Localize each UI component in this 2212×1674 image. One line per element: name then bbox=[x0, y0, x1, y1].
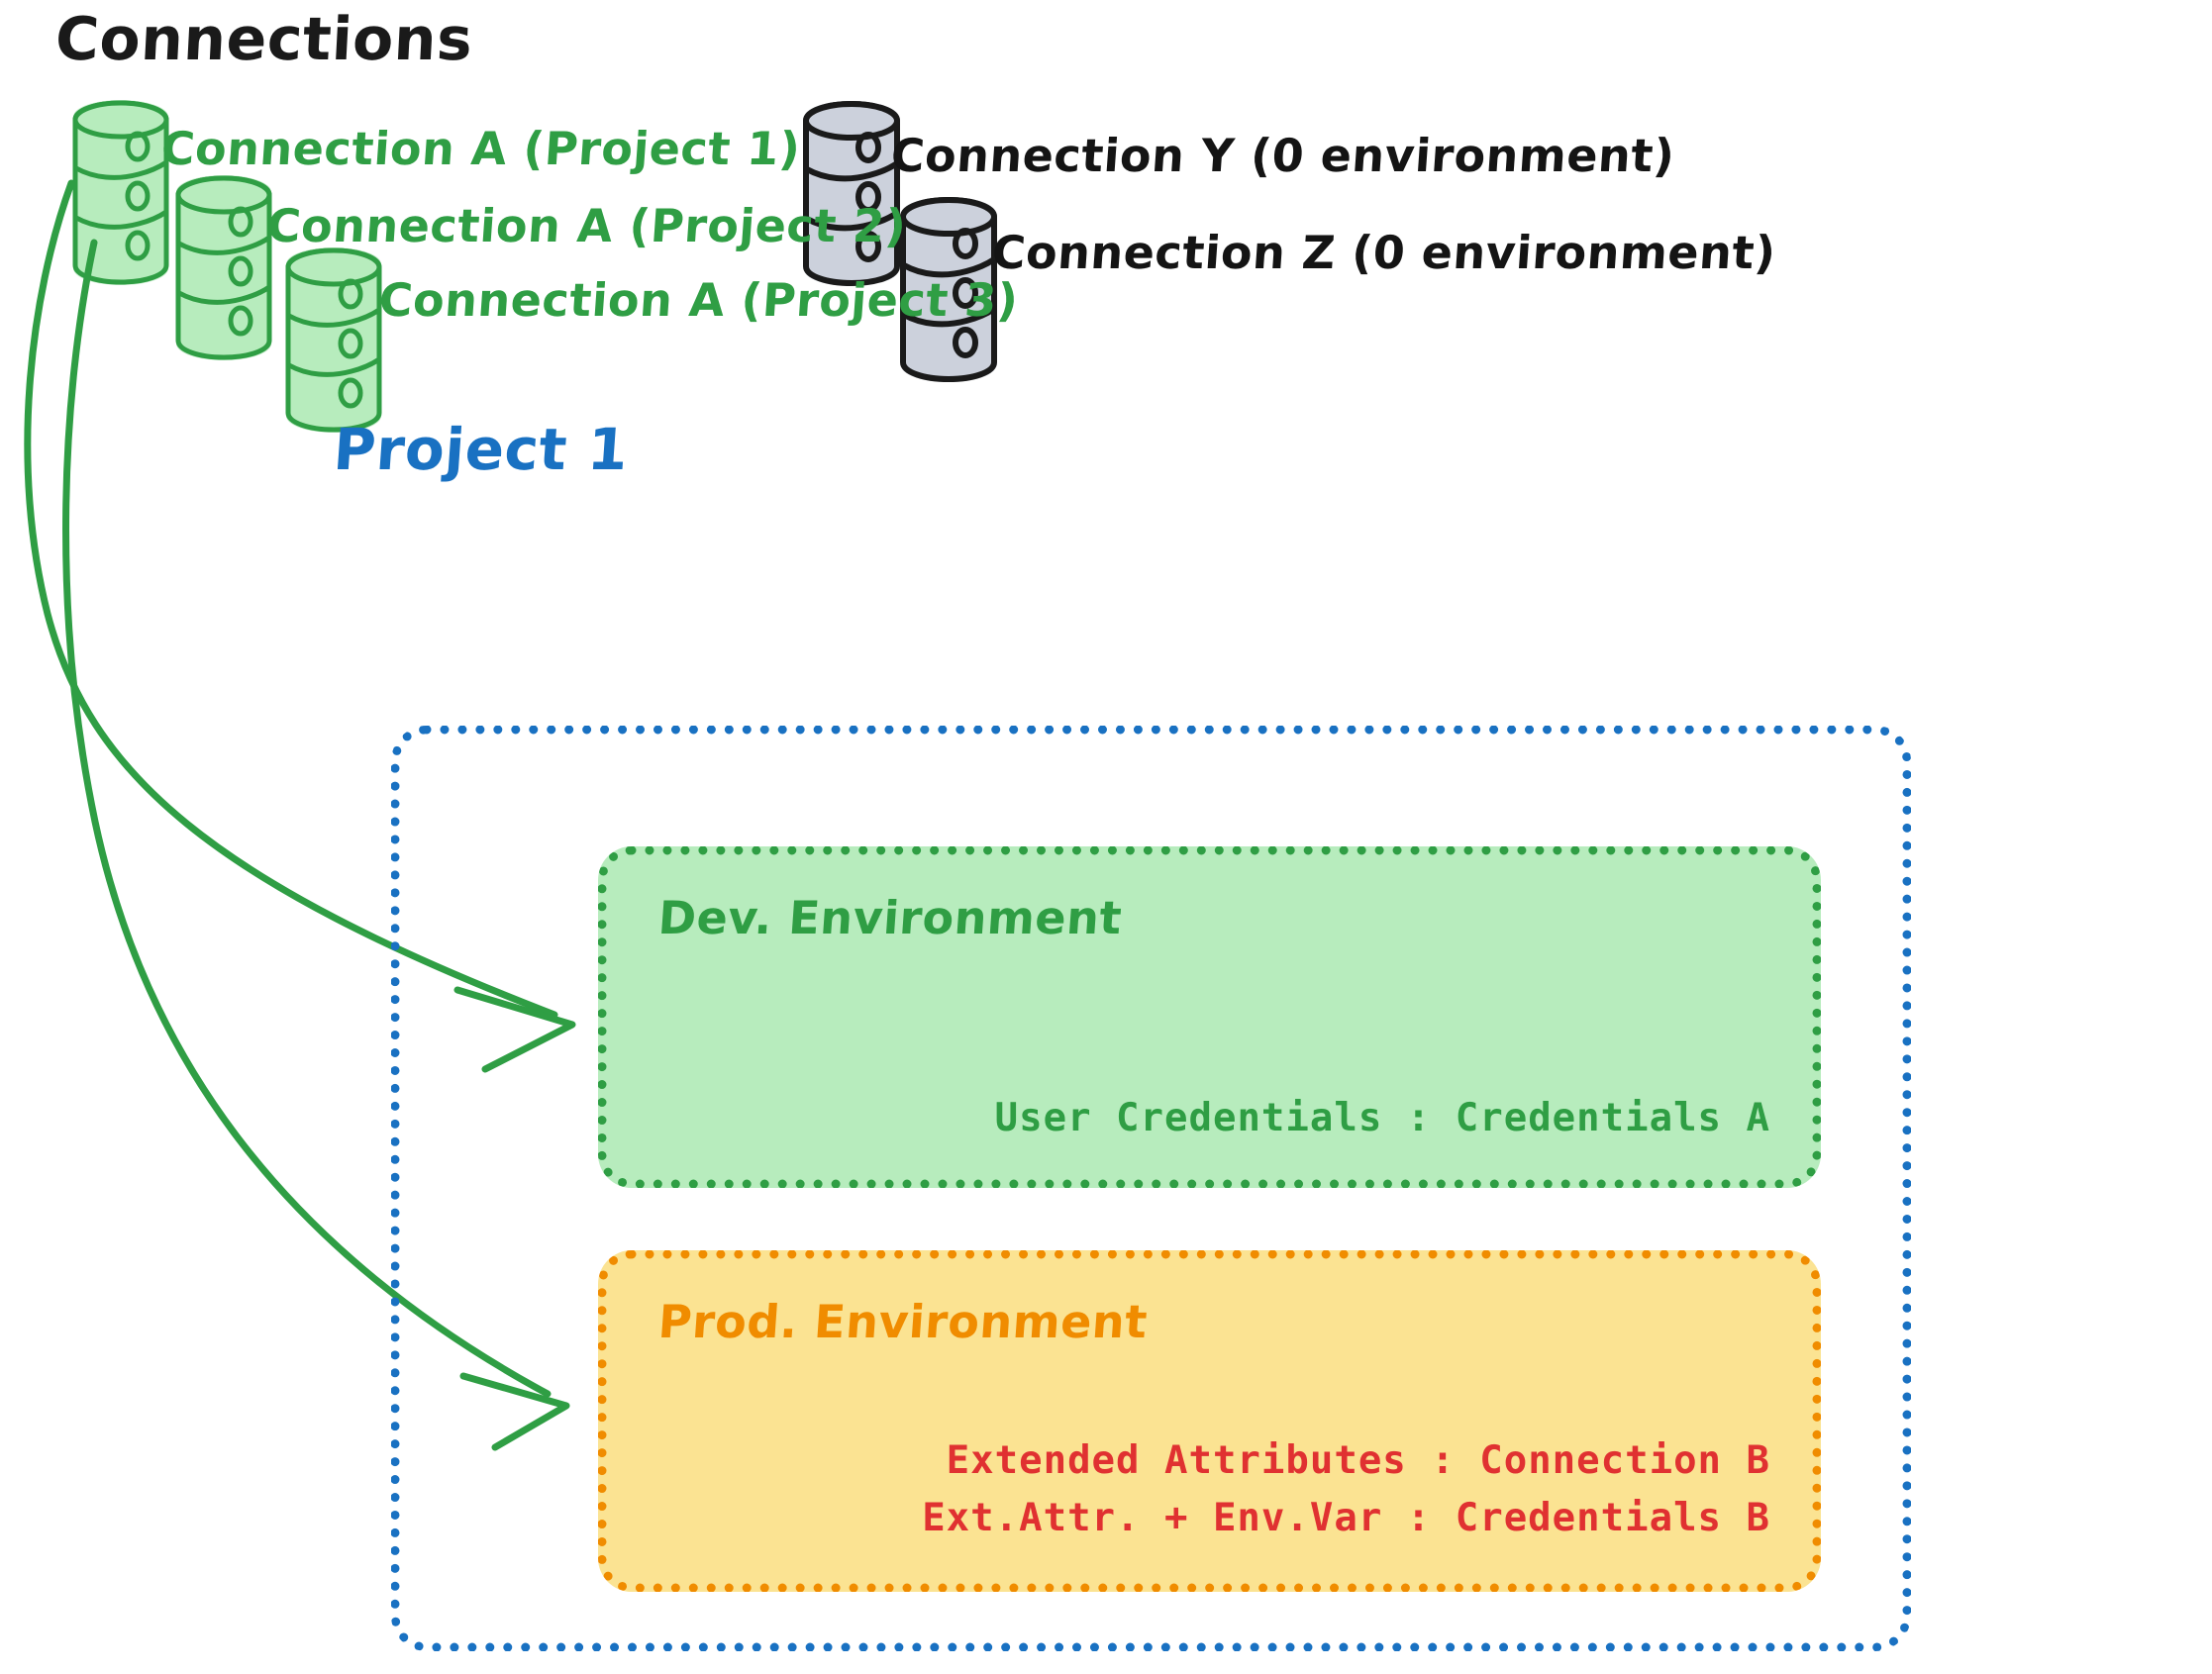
database-cylinder-icon-connection-a-p1 bbox=[72, 100, 169, 285]
dev-environment-box: Dev. Environment User Credentials : Cred… bbox=[598, 846, 1821, 1188]
connection-label-z: Connection Z (0 environment) bbox=[990, 226, 1778, 279]
dev-environment-title: Dev. Environment bbox=[656, 891, 1124, 944]
arrow-connection-a-to-dev-environment bbox=[24, 179, 576, 1073]
dev-environment-attribute-user-credentials: User Credentials : Credentials A bbox=[994, 1096, 1770, 1140]
connection-label-a-project-1: Connection A (Project 1) bbox=[159, 122, 803, 175]
project-title: Project 1 bbox=[331, 416, 631, 483]
page-title: Connections bbox=[53, 5, 475, 74]
connection-label-a-project-3: Connection A (Project 3) bbox=[377, 273, 1021, 327]
project-container-box: Dev. Environment User Credentials : Cred… bbox=[391, 726, 1911, 1651]
arrow-connection-a-to-prod-environment bbox=[62, 239, 570, 1451]
connection-label-y: Connection Y (0 environment) bbox=[889, 129, 1677, 182]
database-cylinder-icon-connection-z bbox=[900, 197, 997, 382]
prod-environment-attribute-ext-attr-env-var: Ext.Attr. + Env.Var : Credentials B bbox=[922, 1496, 1770, 1540]
prod-environment-box: Prod. Environment Extended Attributes : … bbox=[598, 1250, 1821, 1592]
database-cylinder-icon-connection-a-p2 bbox=[175, 175, 272, 360]
database-cylinder-icon-connection-y bbox=[803, 101, 900, 286]
prod-environment-title: Prod. Environment bbox=[656, 1295, 1150, 1348]
prod-environment-attribute-extended-attributes: Extended Attributes : Connection B bbox=[946, 1438, 1770, 1483]
database-cylinder-icon-connection-a-p3 bbox=[285, 247, 382, 433]
connection-label-a-project-2: Connection A (Project 2) bbox=[265, 199, 909, 252]
